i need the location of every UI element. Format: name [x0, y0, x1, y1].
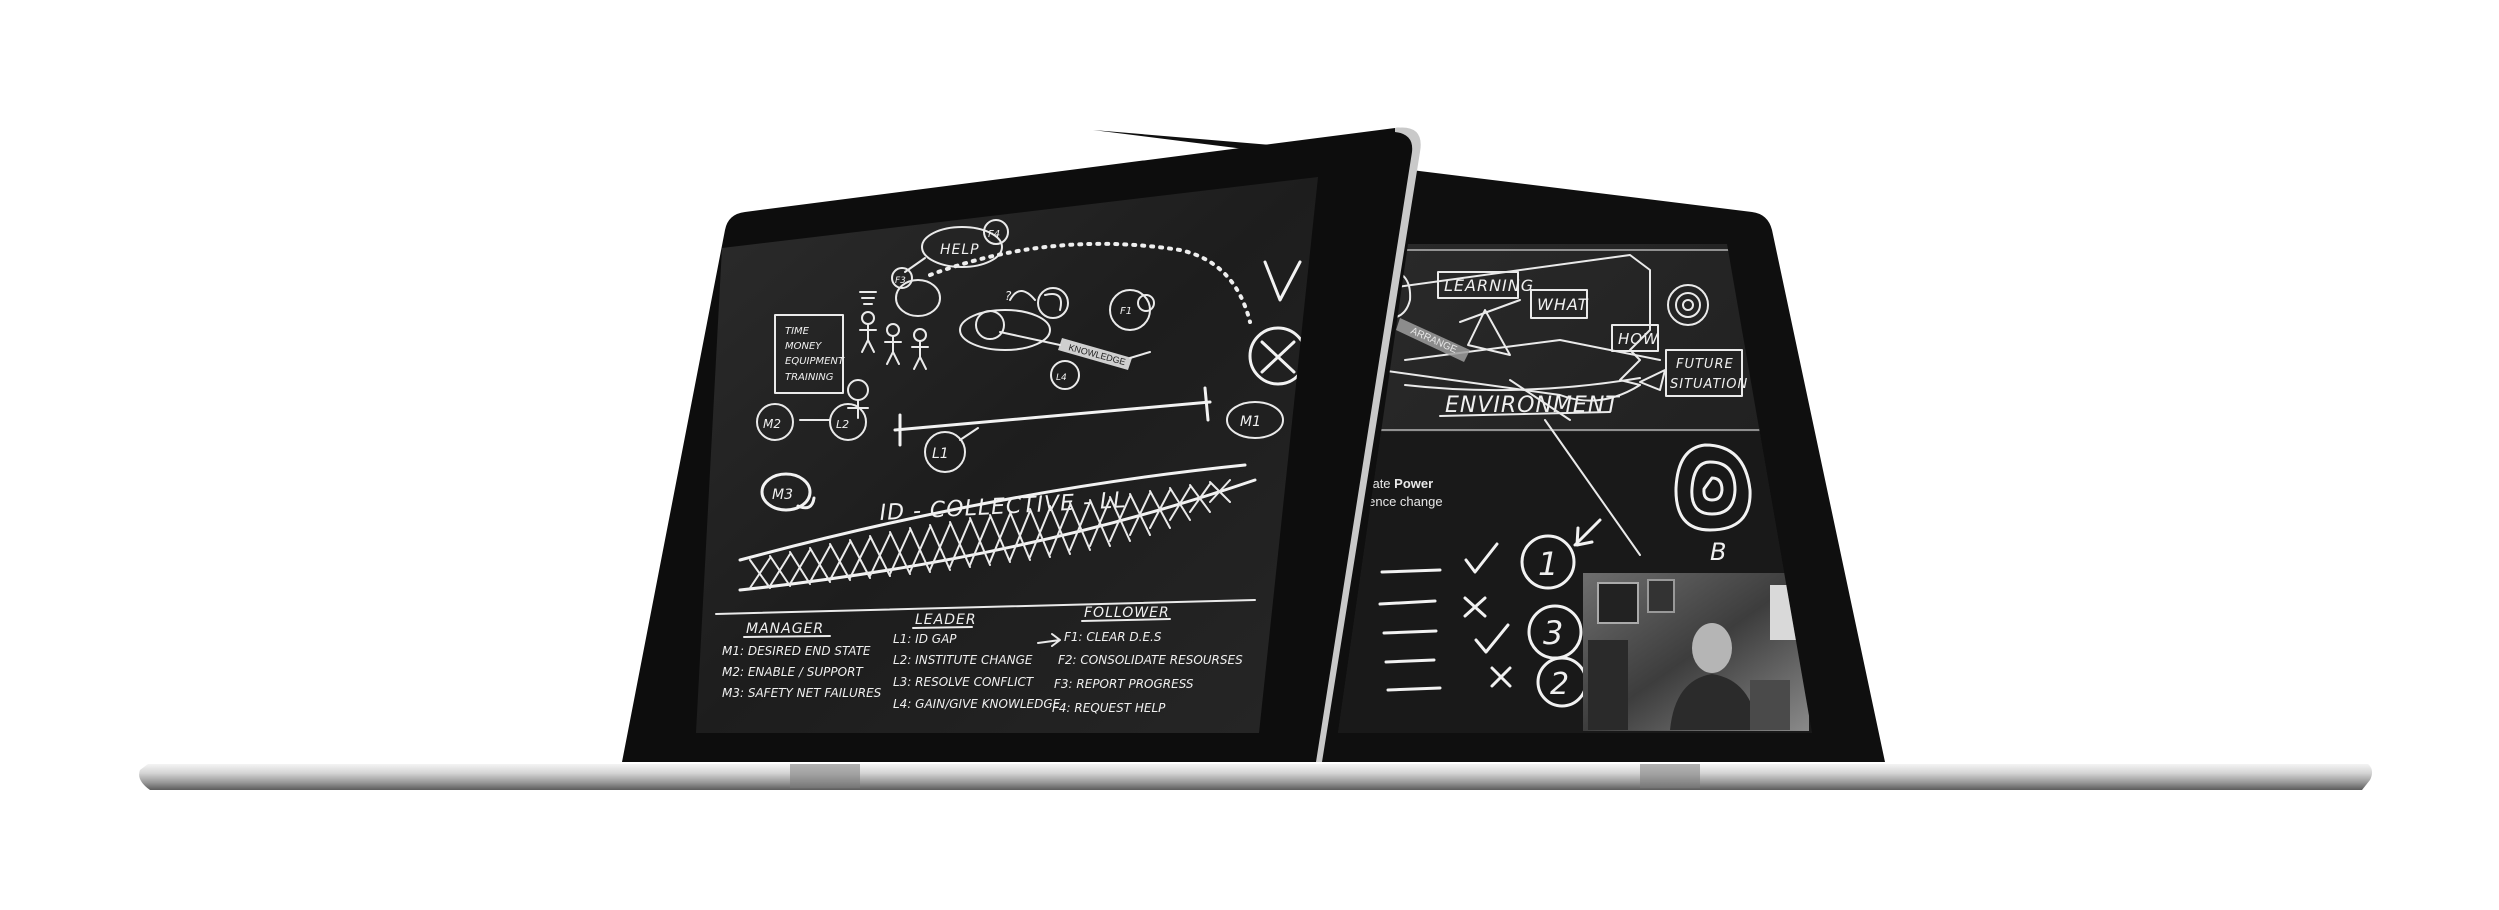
presenter-video-thumbnail[interactable]	[1583, 573, 1809, 731]
svg-text:F3: REPORT PROGRESS: F3: REPORT PROGRESS	[1054, 677, 1194, 691]
left-chalkboard: TIME MONEY EQUIPMENT TRAINING HELP F4 F3	[715, 219, 1308, 715]
right-chalkboard: LEARNING WHAT HOW ARRANGE FUTURE SITUATI…	[1338, 249, 1812, 733]
what-label: WHAT	[1537, 295, 1589, 314]
follower-header: FOLLOWER	[1084, 605, 1170, 621]
manager-header: MANAGER	[746, 621, 824, 637]
svg-text:L1: L1	[932, 446, 949, 462]
box-line-4: TRAINING	[785, 372, 834, 383]
svg-text:F3: F3	[895, 276, 906, 286]
svg-text:M1: M1	[1240, 414, 1261, 430]
checklist	[1378, 542, 1512, 692]
help-bubble	[921, 226, 1003, 268]
box-line-3: EQUIPMENT	[785, 356, 845, 367]
svg-text:L1: ID GAP: L1: ID GAP	[893, 632, 957, 646]
svg-text:?: ?	[1005, 289, 1012, 303]
svg-text:M2: ENABLE / SUPPORT: M2: ENABLE / SUPPORT	[722, 665, 864, 679]
svg-text:F4: REQUEST HELP: F4: REQUEST HELP	[1052, 701, 1166, 715]
svg-text:M3: M3	[772, 487, 793, 503]
hinge-right	[1640, 764, 1700, 788]
legend-column-leader: LEADER L1: ID GAP L2: INSTITUTE CHANGE L…	[893, 612, 1061, 711]
legend-column-manager: MANAGER M1: DESIRED END STATE M2: ENABLE…	[722, 621, 882, 700]
hinge-left	[790, 764, 860, 788]
safety-net	[738, 463, 1257, 592]
svg-text:F1: F1	[1120, 306, 1132, 317]
box-line-1: TIME	[785, 326, 810, 337]
legend-column-follower: FOLLOWER F1: CLEAR D.E.S F2: CONSOLIDATE…	[1037, 605, 1243, 715]
svg-text:L3: RESOLVE CONFLICT: L3: RESOLVE CONFLICT	[893, 675, 1035, 689]
slide-text-line-2: luence change	[1358, 494, 1443, 509]
laptop-left-screen	[696, 177, 1318, 733]
svg-text:M1: DESIRED END STATE: M1: DESIRED END STATE	[722, 644, 871, 658]
corner-mark: B	[1710, 538, 1726, 566]
future-situation-box	[1665, 349, 1743, 397]
laptop-left-base	[139, 764, 1326, 790]
fingerprint-icon	[1674, 443, 1752, 532]
svg-text:1: 1	[1538, 545, 1558, 583]
situation-label: SITUATION	[1670, 377, 1748, 392]
svg-text:L4: GAIN/GIVE KNOWLEDGE: L4: GAIN/GIVE KNOWLEDGE	[893, 697, 1061, 711]
what-box	[1530, 289, 1588, 319]
laptop-right-icon: LEARNING WHAT HOW ARRANGE FUTURE SITUATI…	[1093, 130, 2373, 790]
svg-text:L4: L4	[1056, 373, 1067, 383]
target-icon	[1667, 284, 1709, 326]
learning-label: LEARNING	[1444, 276, 1534, 295]
svg-text:2: 2	[1550, 667, 1569, 702]
laptop-left-icon: TIME MONEY EQUIPMENT TRAINING HELP F4 F3	[139, 127, 1421, 790]
svg-text:3: 3	[1543, 614, 1563, 652]
svg-text:M3: SAFETY NET FAILURES: M3: SAFETY NET FAILURES	[722, 686, 882, 700]
svg-text:L2: L2	[836, 418, 849, 431]
svg-text:F1: CLEAR D.E.S: F1: CLEAR D.E.S	[1064, 630, 1162, 644]
help-label: HELP	[940, 242, 980, 258]
box-line-2: MONEY	[785, 341, 822, 352]
svg-text:L2: INSTITUTE CHANGE: L2: INSTITUTE CHANGE	[893, 653, 1033, 667]
learning-box	[1437, 271, 1519, 299]
stick-figures	[859, 291, 929, 370]
resources-box	[774, 314, 844, 394]
future-label: FUTURE	[1676, 357, 1734, 372]
svg-text:F4: F4	[988, 229, 1000, 240]
laptop-right-base	[1290, 764, 2373, 790]
svg-text:F2: CONSOLIDATE RESOURSES: F2: CONSOLIDATE RESOURSES	[1058, 653, 1243, 667]
leader-header: LEADER	[915, 612, 977, 628]
svg-text:M2: M2	[763, 417, 781, 431]
how-label: HOW	[1618, 330, 1659, 348]
how-box	[1611, 324, 1659, 352]
numbered-circles: 1 3 2	[1520, 518, 1602, 708]
